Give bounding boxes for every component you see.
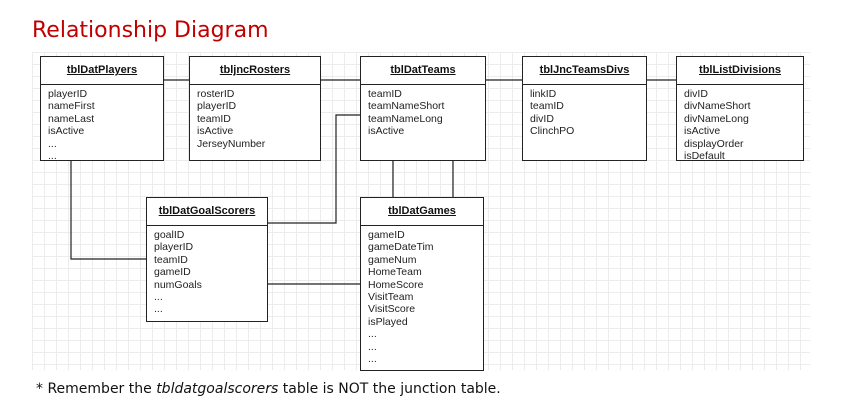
field: ... <box>368 340 377 353</box>
link-teams-goalscorers <box>267 114 361 224</box>
field: isActive <box>684 125 721 138</box>
footnote: * Remember the tbldatgoalscorers table i… <box>36 381 501 397</box>
field: nameFirst <box>48 100 95 113</box>
footnote-prefix: * Remember the <box>36 381 157 397</box>
table-header: tblDatTeams <box>361 57 485 85</box>
field: divNameShort <box>684 100 751 113</box>
field: numGoals <box>154 278 202 291</box>
field: ClinchPO <box>530 125 575 138</box>
table-games[interactable]: tblDatGames gameID gameDateTim gameNum H… <box>360 197 484 371</box>
field-list: goalID playerID teamID gameID numGoals .… <box>147 226 267 316</box>
table-header: tblDatGames <box>361 198 483 226</box>
field: divID <box>684 88 708 100</box>
table-header: tblJncTeamsDivs <box>523 57 646 85</box>
field: isPlayed <box>368 315 408 328</box>
field: playerID <box>197 100 237 113</box>
footnote-emphasis: tbldatgoalscorers <box>156 381 279 397</box>
field: nameLast <box>48 112 95 125</box>
field: isActive <box>197 125 234 138</box>
field: gameID <box>368 229 405 241</box>
field-list: rosterID playerID teamID isActive Jersey… <box>190 85 320 150</box>
diagram-title: Relationship Diagram <box>32 18 269 43</box>
field: teamID <box>530 100 564 113</box>
field: teamID <box>154 253 188 266</box>
field: VisitTeam <box>368 291 414 304</box>
table-header: tbljncRosters <box>190 57 320 85</box>
field: gameDateTim <box>368 241 434 254</box>
field: ... <box>368 353 377 366</box>
field: isActive <box>368 125 405 138</box>
table-rosters[interactable]: tbljncRosters rosterID playerID teamID i… <box>189 56 321 161</box>
table-header: tblListDivisions <box>677 57 803 85</box>
table-header: tblDatPlayers <box>41 57 163 85</box>
field-list: playerID nameFirst nameLast isActive ...… <box>41 85 163 162</box>
field: rosterID <box>197 88 235 100</box>
field: ... <box>48 137 57 150</box>
field: gameNum <box>368 253 417 266</box>
field: divID <box>530 112 554 125</box>
field: teamNameShort <box>368 100 445 113</box>
field-list: gameID gameDateTim gameNum HomeTeam Home… <box>361 226 483 365</box>
field: JerseyNumber <box>197 137 266 150</box>
table-divisions[interactable]: tblListDivisions divID divNameShort divN… <box>676 56 804 162</box>
field: ... <box>154 303 163 316</box>
field: isDefault <box>684 150 725 163</box>
field-list: linkID teamID divID ClinchPO <box>523 85 646 138</box>
table-players[interactable]: tblDatPlayers playerID nameFirst nameLas… <box>40 56 164 162</box>
field: ... <box>368 328 377 341</box>
field: HomeScore <box>368 278 424 291</box>
field: teamID <box>368 88 402 100</box>
field: VisitScore <box>368 303 416 316</box>
field: ... <box>48 150 57 163</box>
table-teams[interactable]: tblDatTeams teamID teamNameShort teamNam… <box>360 56 486 161</box>
footnote-suffix: table is NOT the junction table. <box>278 381 501 397</box>
link-players-goalscorers <box>70 160 147 260</box>
field: divNameLong <box>684 112 749 125</box>
field: HomeTeam <box>368 266 422 279</box>
field: teamNameLong <box>368 112 443 125</box>
field-list: teamID teamNameShort teamNameLong isActi… <box>361 85 485 138</box>
table-goalscorers[interactable]: tblDatGoalScorers goalID playerID teamID… <box>146 197 268 322</box>
field: goalID <box>154 229 185 241</box>
table-teamsdivs[interactable]: tblJncTeamsDivs linkID teamID divID Clin… <box>522 56 647 161</box>
field: isActive <box>48 125 85 138</box>
field: linkID <box>530 88 557 100</box>
field: teamID <box>197 112 231 125</box>
field: playerID <box>154 241 194 254</box>
field-list: divID divNameShort divNameLong isActive … <box>677 85 803 162</box>
field: displayOrder <box>684 137 744 150</box>
field: ... <box>154 291 163 304</box>
field: playerID <box>48 88 88 100</box>
field: gameID <box>154 266 191 279</box>
table-header: tblDatGoalScorers <box>147 198 267 226</box>
